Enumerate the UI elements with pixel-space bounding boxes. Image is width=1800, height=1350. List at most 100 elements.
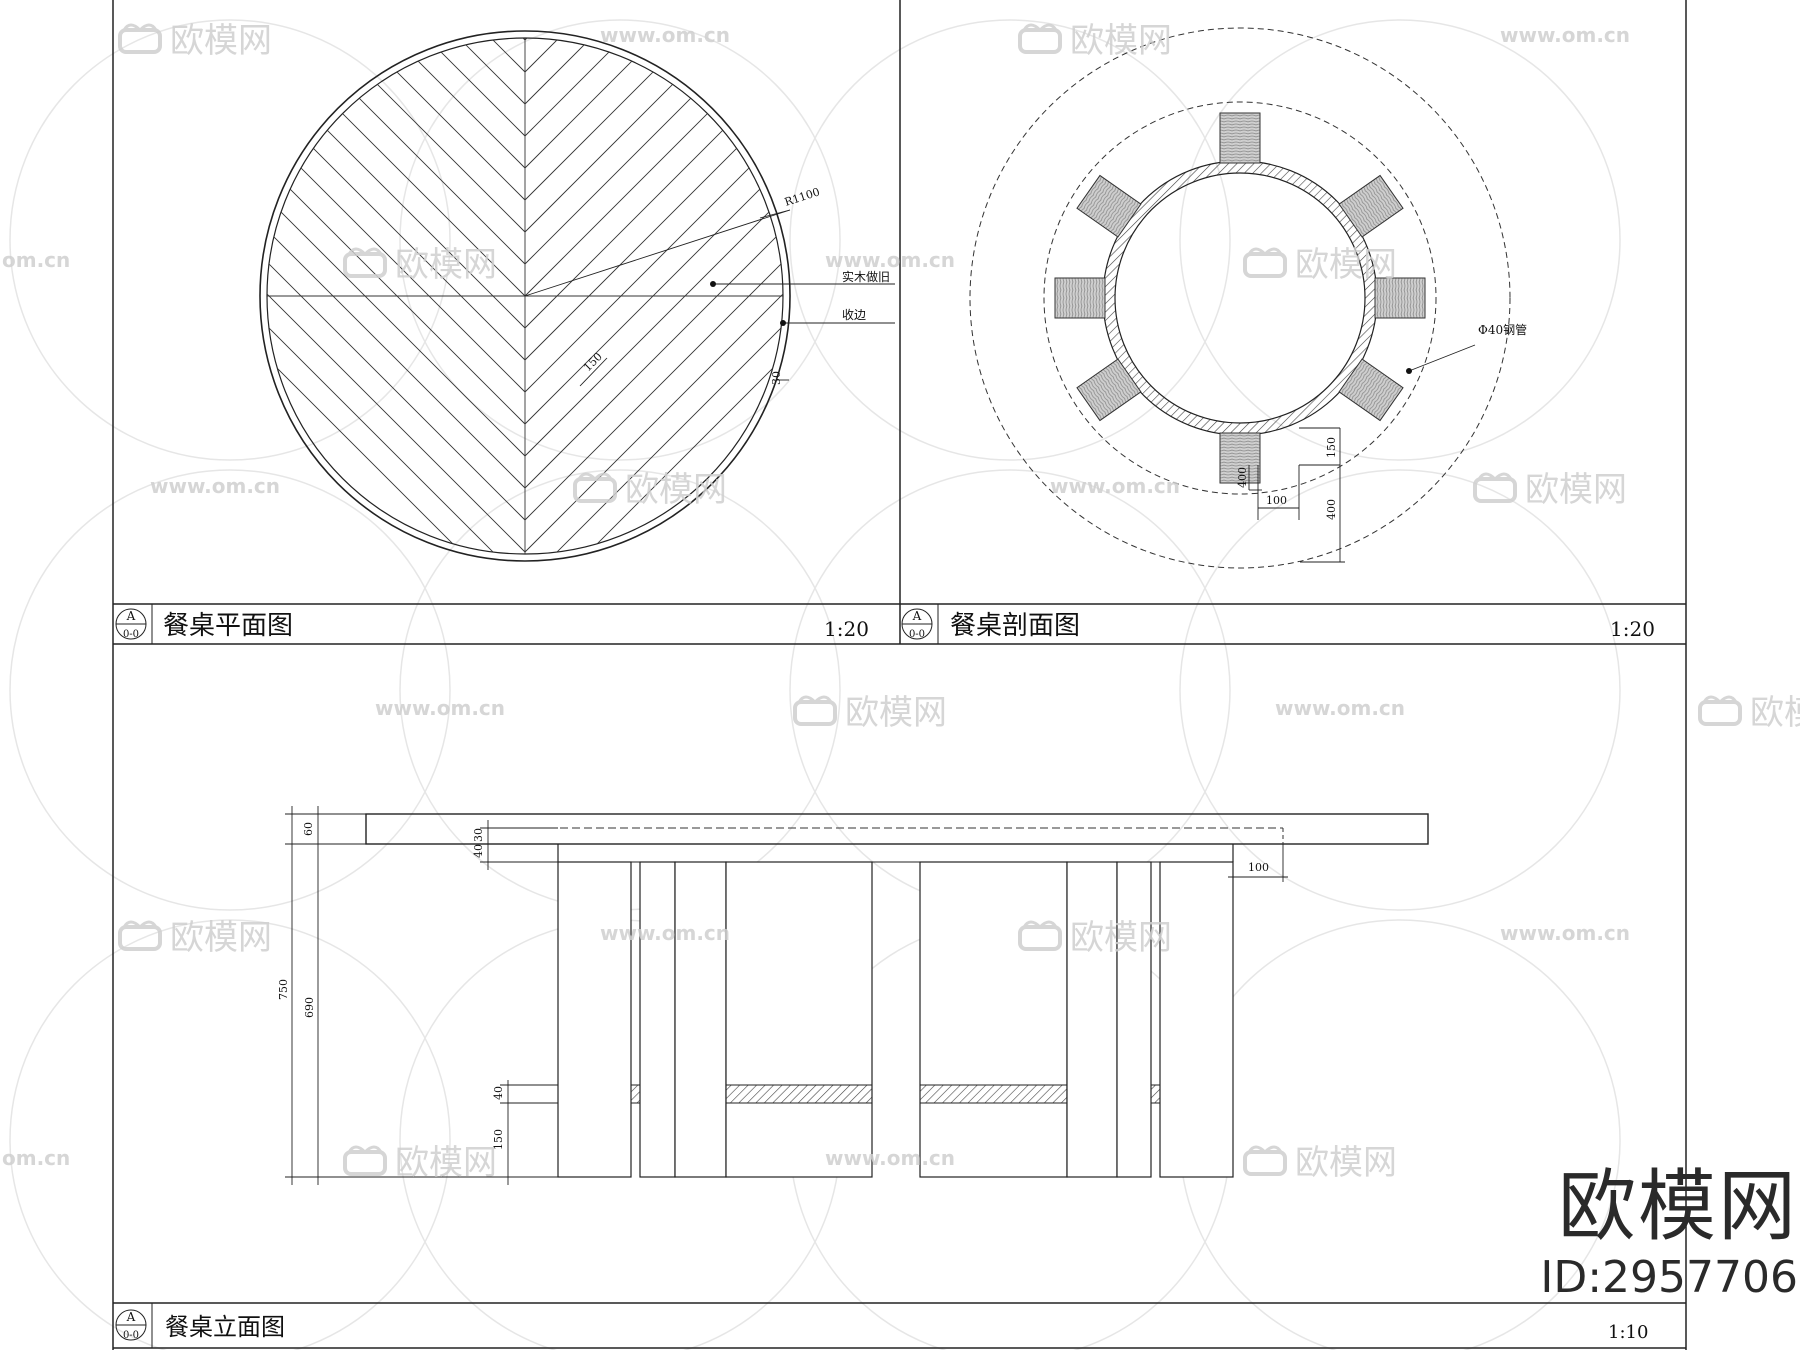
watermark-logo: 欧模网	[625, 470, 727, 510]
elevation-title-block: A 0-0 餐桌立面图 1:10	[115, 1303, 1648, 1348]
watermark-url: www.om.cn	[600, 921, 730, 945]
plan-herringbone	[225, 0, 825, 554]
table-top	[365, 813, 1429, 845]
herringbone-stripe	[524, 251, 783, 553]
section-outer-dashed	[969, 27, 1511, 569]
herringbone-stripe	[524, 38, 783, 329]
sheet-frame	[112, 0, 1687, 1350]
elevation-top-thickness-label: 60	[302, 822, 315, 836]
plan-title-block: A 0-0 餐桌平面图 1:20	[115, 604, 869, 644]
watermark-url: www.om.cn	[825, 1146, 955, 1170]
herringbone-stripe	[524, 91, 783, 393]
herringbone-stripe	[267, 59, 526, 361]
watermark-logo: 欧模网	[1525, 470, 1627, 510]
watermark-url: www.om.cn	[1500, 921, 1630, 945]
elevation-view: 60 30 40 100 750 690 40 150	[277, 806, 1429, 1185]
elevation-bar-thickness-label: 40	[492, 1086, 505, 1100]
wood-block	[1219, 432, 1261, 484]
section-badge-bottom: 0-0	[909, 629, 925, 640]
herringbone-stripe	[524, 38, 783, 169]
watermark-logo: 欧模网	[170, 21, 272, 61]
elevation-dim-30-label: 30	[472, 828, 485, 842]
elevation-badge-bottom: 0-0	[123, 1330, 139, 1341]
plan-radius-label: R1100	[783, 185, 822, 209]
watermark-logo: 欧模网	[395, 1143, 497, 1183]
plan-badge-top: A	[126, 609, 136, 623]
herringbone-stripe	[267, 38, 526, 137]
plan-solid-wood-dot	[710, 281, 716, 287]
plan-outer-edge	[259, 30, 791, 562]
section-title-block: A 0-0 餐桌剖面图 1:20	[901, 604, 1655, 644]
plan-badge-bottom: 0-0	[123, 629, 139, 640]
herringbone-stripe	[267, 187, 526, 489]
wood-block	[1054, 277, 1106, 319]
watermark-logo: 欧模网	[1295, 245, 1397, 285]
wood-block	[1076, 174, 1142, 238]
brand-watermark: 欧模网 ID:2957706	[1508, 1162, 1798, 1304]
plan-scale: 1:20	[824, 617, 869, 641]
elevation-badge-top: A	[126, 1310, 136, 1324]
elevation-bar-height-label: 150	[492, 1129, 505, 1150]
herringbone-stripe	[524, 38, 783, 265]
watermark-url: www.om.cn	[150, 474, 280, 498]
wood-block	[1338, 174, 1404, 238]
watermark-logo: 欧模网	[1750, 693, 1800, 733]
stretcher-bars	[630, 1084, 1161, 1104]
section-block-width-label: 100	[1266, 494, 1287, 507]
steel-pipe-ring	[1103, 161, 1377, 435]
herringbone-stripe	[267, 315, 526, 554]
herringbone-stripe	[524, 315, 783, 554]
section-pipe-label: Φ40钢管	[1478, 322, 1527, 337]
section-title: 餐桌剖面图	[950, 611, 1080, 641]
section-wood-blocks	[1054, 112, 1426, 484]
elevation-dim-40-label: 40	[472, 844, 485, 858]
herringbone-stripe	[524, 283, 783, 554]
herringbone-stripe	[524, 187, 783, 489]
plan-edge-label: 收边	[842, 308, 866, 322]
elevation-title: 餐桌立面图	[165, 1313, 285, 1341]
wood-block	[1219, 112, 1261, 164]
herringbone-stripe	[267, 38, 526, 105]
elevation-total-height-label: 750	[277, 979, 290, 1000]
herringbone-stripe	[525, 0, 825, 8]
herringbone-stripe	[524, 155, 783, 457]
herringbone-stripe	[267, 283, 526, 554]
plan-edge-width-label: 30	[770, 371, 783, 385]
herringbone-stripe	[267, 38, 526, 265]
table-legs	[557, 861, 1234, 1178]
plan-stripe-spacing-label: 150	[581, 350, 605, 374]
plan-leaders	[524, 209, 895, 387]
herringbone-stripe	[524, 59, 783, 361]
section-badge-top: A	[912, 609, 922, 623]
herringbone-stripe	[267, 251, 526, 553]
wood-block	[1338, 358, 1404, 422]
plan-view: R1100 实木做旧 收边 150 30	[225, 0, 895, 562]
herringbone-stripe	[524, 38, 783, 105]
watermark-url: www.om.cn	[1050, 474, 1180, 498]
section-block-depth-label: 150	[1325, 437, 1338, 458]
watermark-logo: 欧模网	[1070, 918, 1172, 958]
section-dimensions	[1248, 344, 1476, 563]
elevation-overhang-label: 100	[1248, 861, 1269, 874]
watermark-url-short: om.cn	[2, 1146, 70, 1170]
wood-block	[1076, 358, 1142, 422]
watermark-url: www.om.cn	[825, 248, 955, 272]
watermark-url: www.om.cn	[600, 23, 730, 47]
section-pipe-dot	[1406, 368, 1412, 374]
section-view: Φ40钢管 150 400 100 400	[969, 27, 1527, 569]
herringbone-stripe	[524, 38, 783, 137]
watermark-logo: 欧模网	[845, 693, 947, 733]
section-inner-dashed	[1043, 101, 1437, 495]
plan-solid-wood-label: 实木做旧	[842, 269, 890, 284]
watermark-logo: 欧模网	[1070, 21, 1172, 61]
section-block-gap-label: 400	[1236, 467, 1249, 488]
watermark-url: www.om.cn	[375, 696, 505, 720]
brand-id: ID:2957706	[1540, 1252, 1798, 1303]
wood-block	[1374, 277, 1426, 319]
elevation-scale: 1:10	[1608, 1322, 1648, 1343]
watermark-logo: 欧模网	[1295, 1143, 1397, 1183]
elevation-dimensions	[285, 806, 1288, 1185]
watermark-layer: 欧模网 欧模网 欧模网 欧模网 欧模网 欧模网 欧模网 欧模网 欧模网 欧模网 …	[2, 21, 1800, 1183]
herringbone-stripe	[225, 0, 525, 8]
